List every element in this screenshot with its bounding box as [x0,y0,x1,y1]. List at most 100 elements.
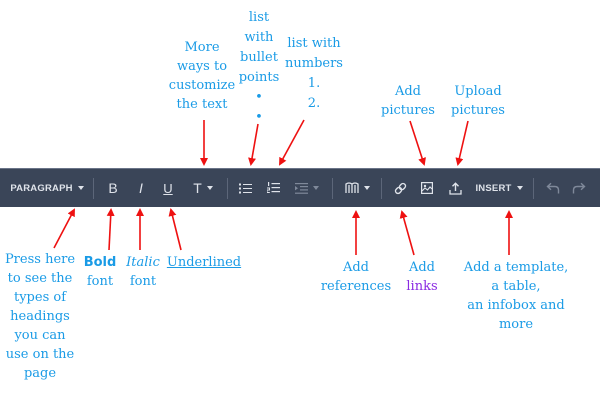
image-icon [421,182,433,194]
bullet-glyph: • [255,90,263,105]
annotation-references: Add references [314,258,398,296]
separator [332,178,333,199]
underline-icon: U [163,180,173,196]
undo-button[interactable] [544,169,562,207]
link-icon [394,182,406,194]
references-dropdown[interactable] [342,169,372,207]
underlined-word: Underlined [166,255,242,270]
line: Upload [454,84,502,99]
paragraph-dropdown[interactable]: PARAGRAPH [10,169,84,207]
italic-word: Italic [126,255,160,270]
line: types of [13,290,67,305]
line: More [184,40,220,55]
arrow-upload-pictures [455,120,469,166]
bold-word: Bold [83,255,117,270]
annotation-bold: Bold font [82,253,118,291]
annotation-underlined: Underlined [164,253,244,272]
line: Add [408,260,436,275]
line: you can [14,328,66,343]
annotation-italic: Italic font [124,253,162,291]
undo-icon [546,182,560,194]
line: the text [176,97,228,112]
line: Add a template, [463,260,569,275]
text-style-dropdown[interactable]: T [189,169,217,207]
line: ways to [176,59,228,74]
annotation-more-ways: More ways to customize the text [168,38,236,114]
line: to see the [7,271,73,286]
arrow-bold [106,208,115,251]
indent-icon [295,182,308,194]
annotation-links: Add links [400,258,444,296]
arrow-links [399,210,415,256]
italic-button[interactable]: I [132,169,150,207]
chevron-down-icon [77,186,84,190]
line: page [23,366,57,381]
annotation-upload-pictures: Upload pictures [447,82,509,120]
bold-icon: B [108,180,118,196]
line: bullet [240,50,278,65]
image-button[interactable] [418,169,436,207]
bulleted-list-icon [238,183,252,193]
separator [93,178,94,199]
annotation-insert: Add a template, a table, an infobox and … [452,258,580,334]
line: list [248,10,270,25]
line: 2. [307,96,321,111]
insert-dropdown[interactable]: INSERT [474,169,524,207]
bullet-glyph: • [255,110,263,125]
line: numbers [285,56,343,71]
annotation-numbered-list: list with numbers 1. 2. [282,34,346,114]
line: references [320,279,392,294]
links-word: links [406,279,438,294]
line: points [238,70,280,85]
underline-button[interactable]: U [159,169,177,207]
line: customize [168,78,236,93]
upload-icon [448,181,462,195]
upload-button[interactable] [446,169,464,207]
arrow-paragraph [53,208,75,249]
redo-icon [572,182,586,194]
separator [533,178,534,199]
line: Press here [4,252,76,267]
line: an infobox and [467,298,565,313]
arrow-bullets [248,123,259,166]
line: with [244,30,274,45]
arrow-add-pictures [409,120,426,166]
line: font [86,274,114,289]
chevron-down-icon [516,186,523,190]
line: pictures [381,103,435,118]
insert-label: INSERT [475,182,512,194]
line: use on the [5,347,75,362]
separator [227,178,228,199]
separator [381,178,382,199]
chevron-down-icon [313,186,319,190]
italic-icon: I [139,180,143,196]
chevron-down-icon [363,186,370,190]
line: Add [394,84,422,99]
numbered-list-button[interactable] [264,169,282,207]
line: font [129,274,157,289]
bulleted-list-button[interactable] [236,169,254,207]
line: pictures [451,103,505,118]
line: a table, [491,279,541,294]
numbered-list-icon [266,182,280,193]
editor-toolbar: PARAGRAPH B I U T [0,168,600,207]
annotation-add-pictures: Add pictures [378,82,438,120]
line: more [498,317,534,332]
link-button[interactable] [391,169,409,207]
line: 1. [307,76,321,91]
arrow-numbers [279,119,305,166]
line: Add [342,260,370,275]
redo-button[interactable] [570,169,588,207]
line: list with [287,36,341,51]
bold-button[interactable]: B [104,169,122,207]
chevron-down-icon [206,186,213,190]
text-style-icon: T [193,180,202,196]
line: headings [10,309,70,324]
indent-dropdown[interactable] [292,169,322,207]
paragraph-label: PARAGRAPH [10,182,73,194]
annotation-bullet-list: list with bullet points • • [234,8,284,128]
book-icon [344,182,359,193]
arrow-underline [168,208,182,251]
annotation-paragraph: Press here to see the types of headings … [4,250,76,383]
